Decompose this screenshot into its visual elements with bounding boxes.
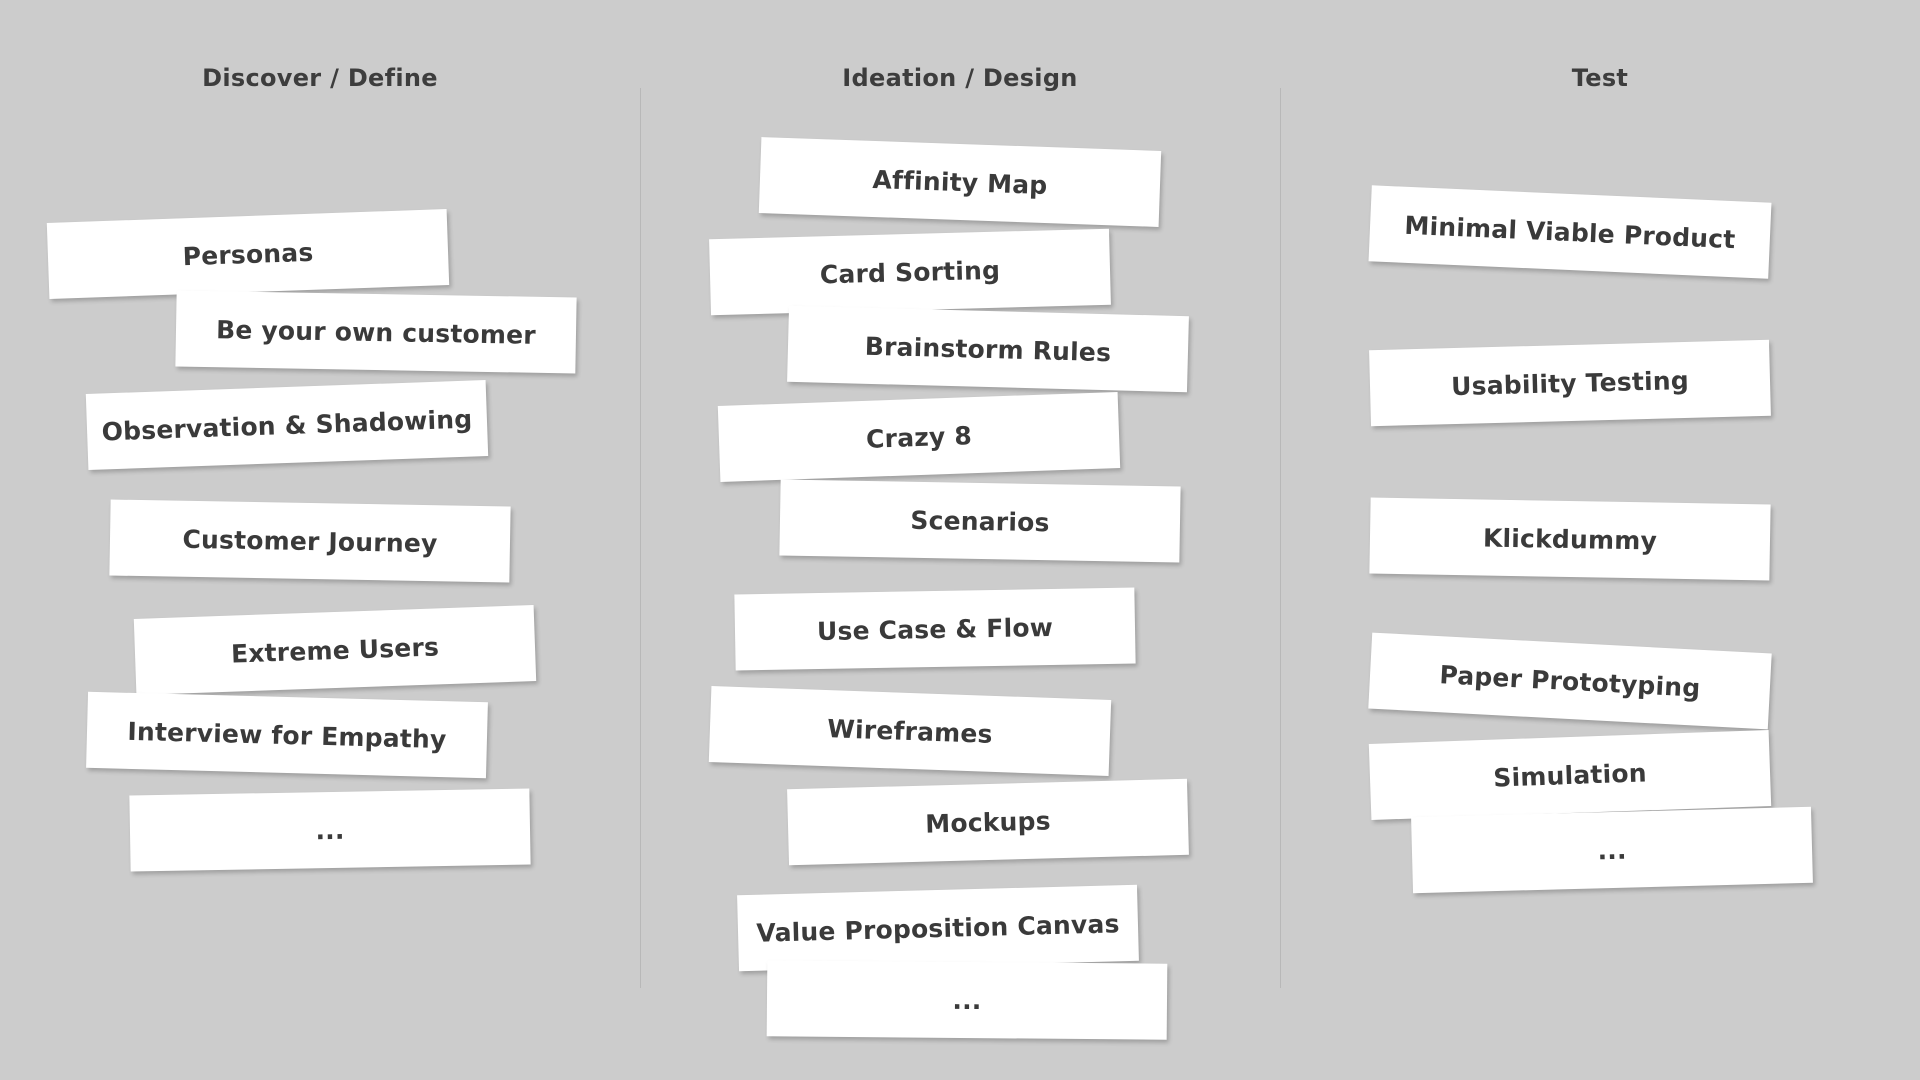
card-use-case-flow[interactable]: Use Case & Flow (734, 587, 1136, 671)
card-wireframes[interactable]: Wireframes (708, 686, 1112, 776)
card-label: Usability Testing (1450, 365, 1690, 401)
card-more-ideation[interactable]: ... (766, 960, 1168, 1040)
card-label: Extreme Users (230, 631, 440, 669)
card-label: Be your own customer (215, 314, 537, 350)
column-divider (640, 88, 641, 988)
card-label: Simulation (1492, 757, 1648, 793)
card-label: Customer Journey (182, 524, 438, 558)
card-interview-for-empathy[interactable]: Interview for Empathy (86, 691, 488, 779)
card-label: Wireframes (826, 713, 994, 749)
card-label: ... (952, 985, 982, 1015)
card-label: Paper Prototyping (1438, 659, 1702, 703)
card-label: Mockups (924, 805, 1052, 839)
card-klickdummy[interactable]: Klickdummy (1369, 497, 1771, 581)
card-more-discover[interactable]: ... (129, 788, 531, 872)
card-label: Klickdummy (1482, 522, 1658, 556)
card-label: Use Case & Flow (816, 612, 1054, 646)
card-label: ... (315, 815, 345, 845)
card-personas[interactable]: Personas (46, 209, 450, 299)
column-title-test: Test (1571, 64, 1629, 92)
card-usability-testing[interactable]: Usability Testing (1369, 339, 1771, 427)
card-label: Value Proposition Canvas (756, 908, 1120, 948)
card-label: Minimal Viable Product (1403, 210, 1737, 254)
card-customer-journey[interactable]: Customer Journey (109, 499, 511, 583)
card-value-proposition-canvas[interactable]: Value Proposition Canvas (737, 884, 1139, 972)
card-be-your-own-customer[interactable]: Be your own customer (175, 290, 577, 374)
card-label: Interview for Empathy (127, 716, 447, 754)
card-observation-shadowing[interactable]: Observation & Shadowing (85, 380, 489, 470)
card-label: Card Sorting (819, 255, 1001, 289)
card-minimal-viable-product[interactable]: Minimal Viable Product (1368, 185, 1772, 279)
card-label: Brainstorm Rules (864, 331, 1112, 367)
column-title-discover-define: Discover / Define (202, 64, 438, 92)
card-label: Personas (182, 237, 314, 271)
card-extreme-users[interactable]: Extreme Users (133, 605, 537, 695)
card-label: ... (1597, 835, 1627, 865)
card-card-sorting[interactable]: Card Sorting (709, 228, 1111, 316)
card-affinity-map[interactable]: Affinity Map (758, 137, 1162, 227)
card-label: Affinity Map (872, 164, 1048, 200)
card-simulation[interactable]: Simulation (1368, 730, 1772, 820)
card-more-test[interactable]: ... (1411, 806, 1813, 894)
card-paper-prototyping[interactable]: Paper Prototyping (1368, 632, 1772, 730)
column-divider (1280, 88, 1281, 988)
card-mockups[interactable]: Mockups (787, 778, 1189, 866)
card-label: Scenarios (910, 505, 1050, 537)
card-brainstorm-rules[interactable]: Brainstorm Rules (787, 305, 1189, 393)
card-crazy-8[interactable]: Crazy 8 (717, 392, 1121, 482)
column-title-ideation-design: Ideation / Design (842, 64, 1078, 92)
card-label: Observation & Shadowing (101, 404, 473, 446)
card-label: Crazy 8 (865, 420, 973, 454)
card-scenarios[interactable]: Scenarios (779, 479, 1181, 563)
